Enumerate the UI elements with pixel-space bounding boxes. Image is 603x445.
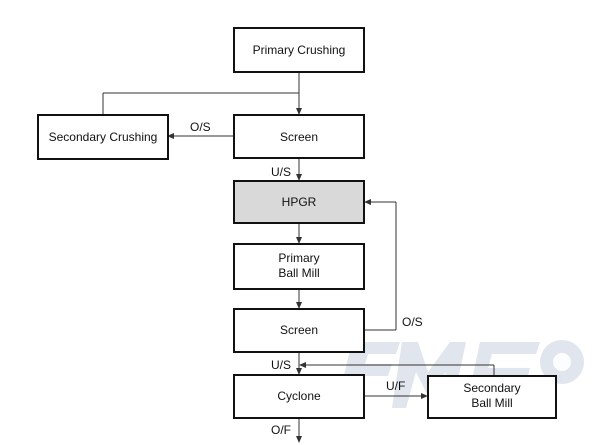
node-hpgr: HPGR [233,180,365,224]
node-label: Screen [280,130,318,144]
arrow-head [364,199,371,205]
arrow-head [296,368,302,375]
arrow-head [296,237,302,244]
node-label: Secondary Crushing [49,130,158,144]
node-screen-1: Screen [233,114,365,159]
node-label: Screen [280,323,318,337]
arrow-head [167,133,174,139]
arrow-head [421,393,428,399]
arrow-head [296,174,302,181]
node-secondary-crushing: Secondary Crushing [37,114,169,160]
edge-label-cyclone-of: O/F [271,423,291,437]
edge-label-screen2-os: O/S [402,315,423,329]
node-label-line-1: Primary [278,251,319,265]
arrow-head [296,302,302,309]
node-label-line-1: Secondary [463,381,520,395]
nodes: Primary Crushing Secondary Crushing Scre… [37,27,557,419]
node-primary-crushing: Primary Crushing [233,27,365,73]
arrow-head [299,362,306,368]
edge-label-screen2-us: U/S [271,358,291,372]
node-label-line-2: Ball Mill [471,396,512,410]
node-screen-2: Screen [233,308,365,353]
node-cyclone: Cyclone [233,374,365,419]
edge-label-screen1-us: U/S [271,165,291,179]
edge-labels: O/S U/S O/S U/S U/F O/F [190,120,423,437]
arrow-head [296,436,302,443]
connectors [102,73,495,443]
node-label: Primary Crushing [253,43,346,57]
node-secondary-ball-mill: Secondary Ball Mill [427,375,557,419]
edge-label-cyclone-uf: U/F [386,379,405,393]
node-label-line-2: Ball Mill [278,266,319,280]
node-primary-ball-mill: Primary Ball Mill [233,243,365,290]
arrow-head [296,108,302,115]
node-label: Cyclone [277,389,321,403]
edge-label-screen1-os: O/S [190,120,211,134]
node-label: HPGR [282,195,317,209]
